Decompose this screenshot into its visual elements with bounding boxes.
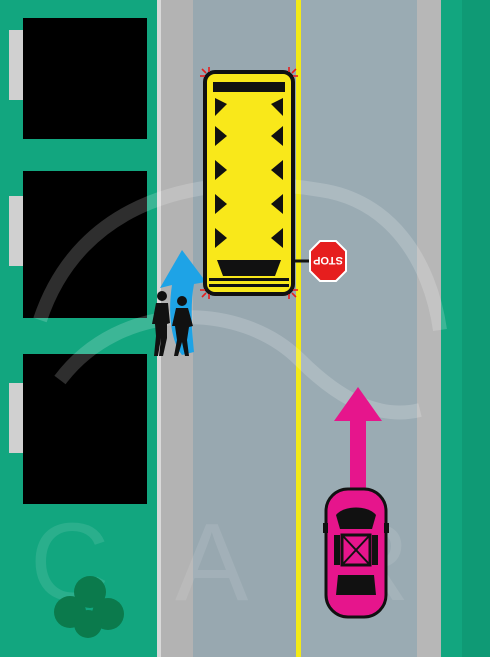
stop-sign-icon: STOP [290, 236, 360, 286]
car-icon [320, 483, 392, 623]
school-bus-icon [195, 64, 305, 304]
arrow-up-icon [328, 385, 388, 495]
stop-sign-label: STOP [313, 254, 343, 266]
shrub-icon [50, 572, 130, 642]
